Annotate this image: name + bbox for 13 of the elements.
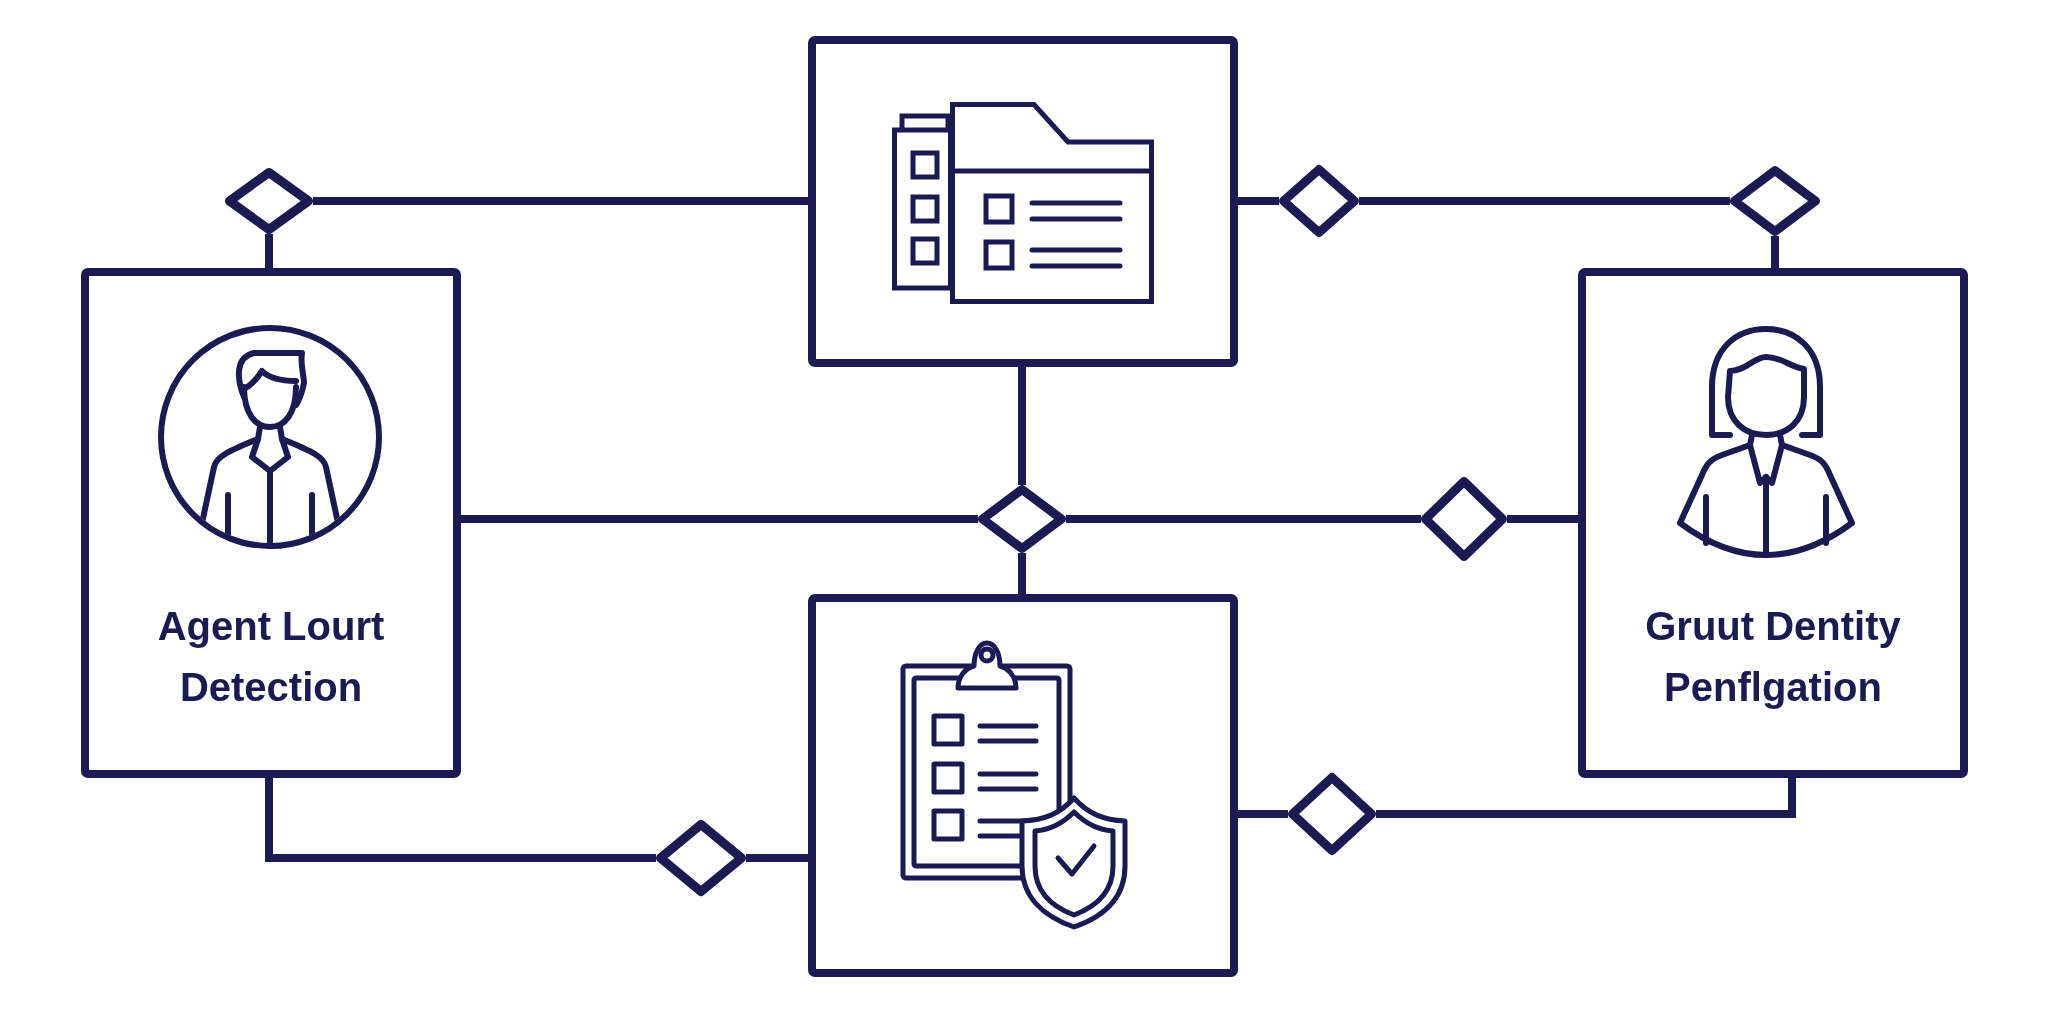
card bbox=[808, 36, 1238, 367]
diamond-junction bbox=[656, 820, 746, 896]
diamond-junction bbox=[1730, 166, 1820, 236]
node-label: Agent Lourt Detection bbox=[156, 603, 386, 711]
card bbox=[808, 594, 1238, 977]
card bbox=[1578, 268, 1968, 778]
diamond-junction bbox=[978, 485, 1066, 553]
diamond-junction bbox=[225, 168, 313, 234]
card bbox=[81, 268, 461, 778]
diamond-junction bbox=[1279, 165, 1359, 237]
diamond-junction bbox=[1421, 477, 1507, 561]
diamond-junction bbox=[1288, 773, 1376, 855]
node-label: Gruut Dentity Penflgation bbox=[1644, 603, 1902, 711]
